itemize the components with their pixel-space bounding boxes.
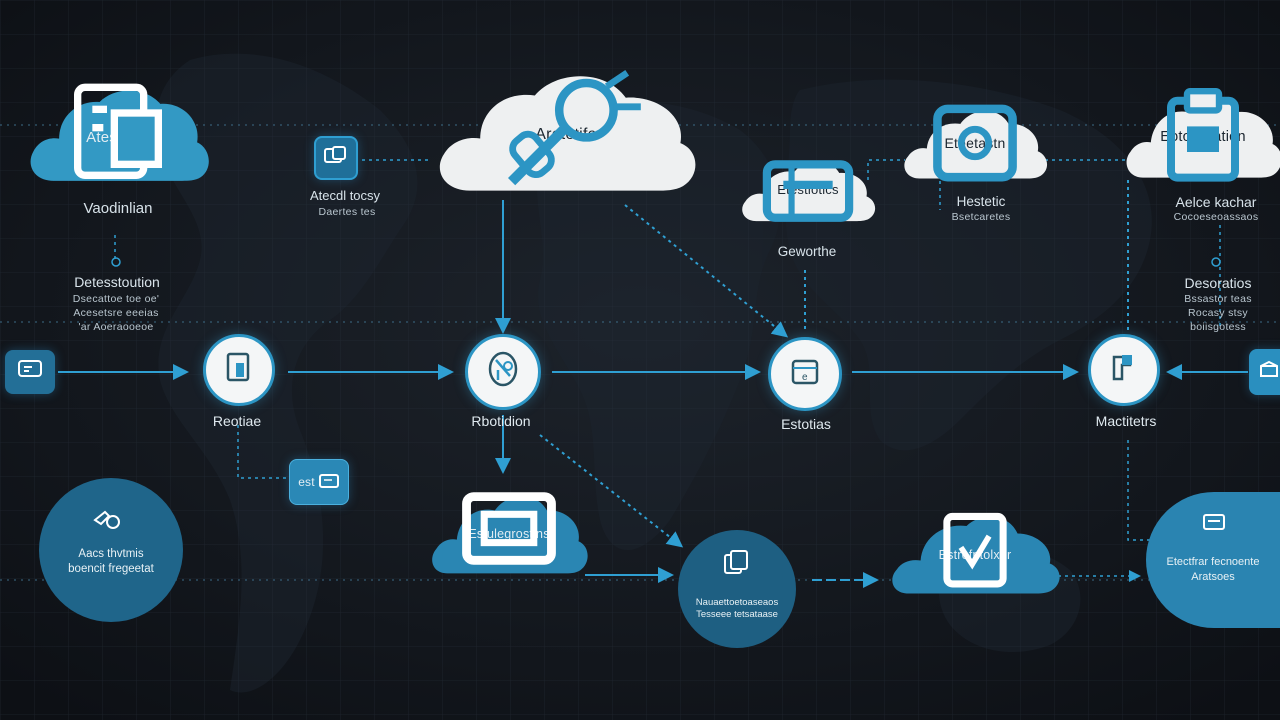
cloud-eteetastn[interactable]: Eteetastn (902, 102, 1048, 184)
elbow-connector-3 (867, 159, 905, 180)
hexact-caption: Bsetcaretes (951, 211, 1011, 223)
diagonal-connector-2 (539, 434, 684, 548)
database-icon: e (789, 357, 821, 392)
window-icon (1202, 512, 1228, 539)
right-panel-line: boiisgotess (1190, 321, 1246, 333)
circle-text: Tesseee tetsataase (696, 609, 778, 620)
small-tile-est[interactable]: est (289, 459, 349, 505)
right-edge-tile[interactable] (1249, 349, 1280, 395)
circle-left[interactable]: Aacs thvtmis boencit fregeetat (39, 478, 183, 622)
cloud-eotosscation[interactable]: Eotosscation (1124, 88, 1280, 184)
node-reotiae[interactable] (203, 334, 275, 406)
svg-text:e: e (802, 372, 808, 383)
cloud-etestiotics[interactable]: Etestiotics (740, 152, 876, 226)
node-mactitetrs[interactable] (1088, 334, 1160, 406)
card-icon (318, 471, 340, 494)
cloud-estrofntolxer[interactable]: Estrofntolxer (890, 508, 1060, 598)
left-panel-line: Dsecattoe toe oe' (72, 293, 160, 305)
monitor-tile[interactable] (314, 136, 358, 180)
gearworks-label: Geworthe (777, 244, 837, 259)
circle-text: Aacs thvtmis (78, 548, 144, 560)
location-pin-icon (1211, 257, 1221, 267)
circle-text: boencit fregeetat (68, 563, 154, 575)
left-panel-line: 'ar Aoeraooeoe (78, 321, 154, 333)
right-panel-caption: Cocoeseoassaos (1173, 211, 1259, 223)
circle-middle[interactable]: Nauaettoetoaseaos Tesseee tetsataase (678, 530, 796, 648)
circle-right[interactable]: Etectfrar fecnoente Aratsoes (1146, 492, 1280, 628)
cloud-shape (742, 161, 876, 222)
right-panel-title: Aelce kachar (1175, 194, 1257, 210)
cloud-atestiatio[interactable]: Atestiatio (26, 80, 210, 190)
small-tile-label: est (298, 475, 315, 489)
left-edge-tile[interactable] (5, 350, 55, 394)
node-label: Estotias (781, 416, 831, 432)
file-stack-icon (722, 548, 752, 583)
left-panel-title: Vaodinlian (83, 200, 153, 217)
node-rbotidion[interactable] (465, 334, 541, 410)
node-label: Rbotidion (471, 413, 531, 429)
location-pin-icon (111, 257, 121, 267)
circle-text: Nauaettoetoaseaos (695, 597, 779, 608)
monitor-icon (323, 145, 349, 172)
file-icon (224, 351, 254, 390)
small-box-caption: Daertes tes (318, 206, 376, 218)
left-panel-subtitle: Detesstoution (74, 274, 160, 290)
box-icon (1258, 359, 1280, 386)
hand-key-icon (93, 506, 123, 537)
small-box-title: Atecdl tocsy (309, 188, 381, 203)
circle-text: Etectfrar fecnoente (1166, 556, 1260, 568)
cloud-label: Estulegrostins (468, 527, 550, 541)
shield-icon (486, 350, 520, 395)
circle-text: Aratsoes (1191, 571, 1235, 583)
cloud-aretetife[interactable]: Aretetife (436, 66, 696, 202)
right-panel-line: Bssastor teas (1184, 293, 1252, 305)
tool-icon (1108, 351, 1140, 390)
elbow-connector-1 (237, 425, 288, 479)
left-panel-line: Acesetsre eeeias (73, 307, 159, 319)
node-estotias[interactable]: e (768, 337, 842, 411)
right-panel-subtitle: Desoratios (1184, 275, 1252, 291)
chat-monitor-icon (16, 358, 44, 387)
node-label: Reotiae (212, 413, 262, 429)
right-panel-line: Rocasy stsy (1188, 307, 1248, 319)
node-label: Mactitetrs (1095, 413, 1157, 429)
cloud-estulegrostins[interactable]: Estulegrostins (430, 486, 588, 578)
hexact-title: Hestetic (956, 194, 1006, 209)
